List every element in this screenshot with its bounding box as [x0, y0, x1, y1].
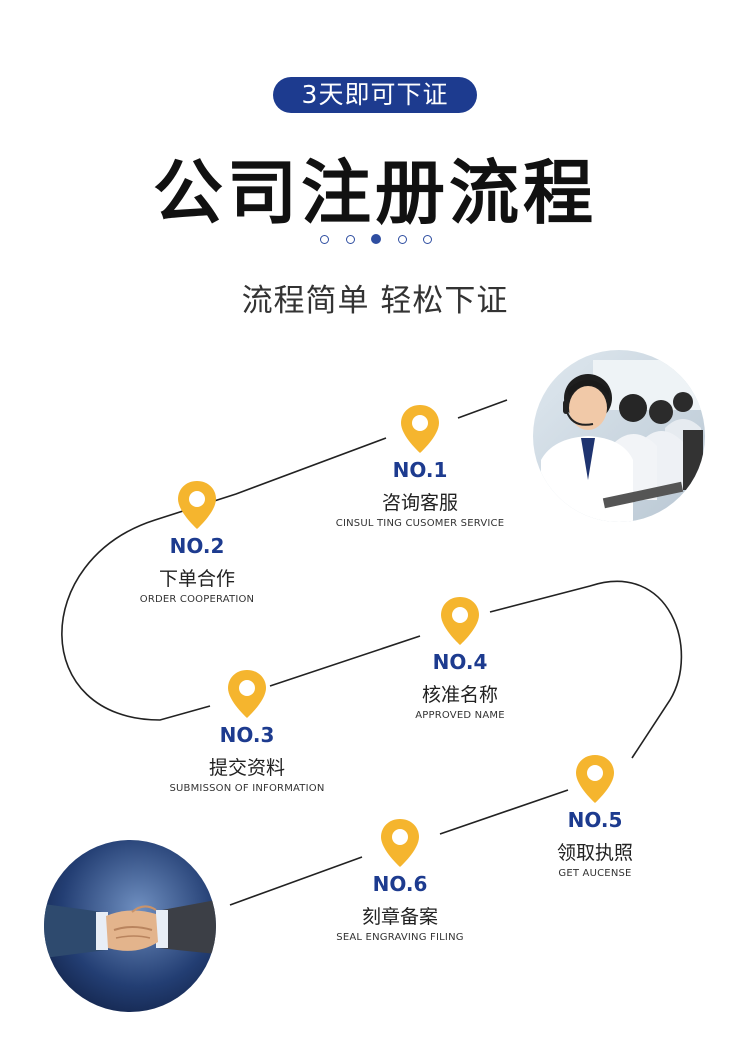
- step-subtitle: SUBMISSON OF INFORMATION: [169, 783, 325, 794]
- step-title: 提交资料: [208, 757, 285, 779]
- location-pin-icon: [178, 481, 216, 529]
- step-title: 下单合作: [158, 568, 235, 590]
- location-pin-icon: [401, 405, 439, 453]
- step-3: NO.3 提交资料 SUBMISSON OF INFORMATION: [137, 669, 357, 795]
- step-6: NO.6 刻章备案 SEAL ENGRAVING FILING: [290, 818, 510, 944]
- step-number: NO.4: [432, 650, 488, 674]
- step-title: 领取执照: [556, 842, 633, 864]
- step-subtitle: APPROVED NAME: [415, 710, 505, 721]
- step-5: NO.5 领取执照 GET AUCENSE: [485, 754, 705, 880]
- step-number: NO.6: [372, 872, 428, 896]
- dot-4: [397, 234, 407, 244]
- step-number: NO.3: [219, 723, 275, 747]
- step-4: NO.4 核准名称 APPROVED NAME: [350, 596, 570, 722]
- step-1: NO.1 咨询客服 CINSUL TING CUSOMER SERVICE: [310, 404, 530, 530]
- dot-3-active: [371, 234, 381, 244]
- step-subtitle: CINSUL TING CUSOMER SERVICE: [335, 518, 505, 529]
- page-title: 公司注册流程: [153, 152, 597, 234]
- dot-5: [423, 234, 432, 244]
- step-subtitle: GET AUCENSE: [558, 868, 632, 879]
- handshake-photo: [44, 840, 216, 1012]
- customer-service-photo: [533, 350, 705, 522]
- location-pin-icon: [441, 597, 479, 645]
- step-2: NO.2 下单合作 ORDER COOPERATION: [87, 480, 307, 606]
- dot-2: [345, 234, 355, 244]
- location-pin-icon: [576, 755, 614, 803]
- dot-1: [320, 234, 329, 244]
- duration-badge: 3天即可下证: [273, 77, 477, 113]
- step-title: 刻章备案: [361, 906, 438, 928]
- page-subtitle: 流程简单 轻松下证: [241, 283, 509, 319]
- step-subtitle: ORDER COOPERATION: [139, 594, 255, 605]
- pagination-dots: [320, 233, 432, 245]
- location-pin-icon: [228, 670, 266, 718]
- step-number: NO.2: [169, 534, 225, 558]
- location-pin-icon: [381, 819, 419, 867]
- step-title: 咨询客服: [381, 492, 458, 514]
- step-number: NO.5: [567, 808, 623, 832]
- step-number: NO.1: [392, 458, 448, 482]
- step-subtitle: SEAL ENGRAVING FILING: [336, 932, 464, 943]
- step-title: 核准名称: [421, 684, 498, 706]
